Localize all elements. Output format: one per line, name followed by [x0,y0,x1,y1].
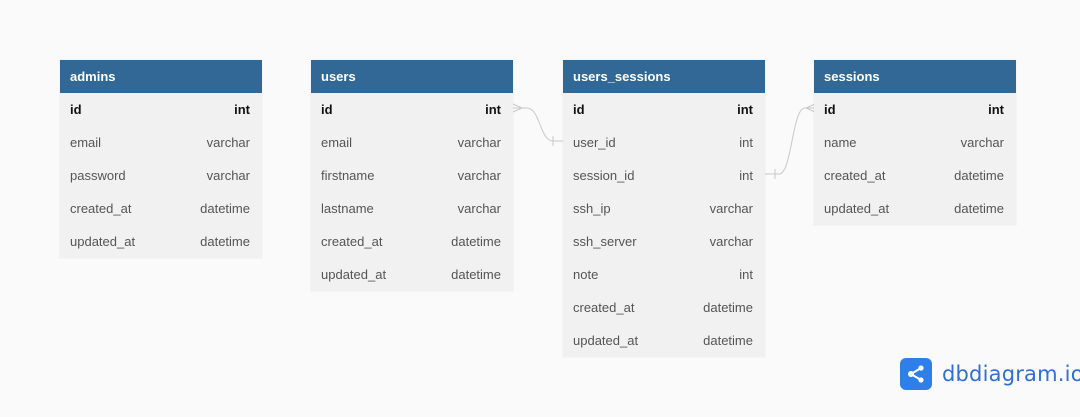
column-type: datetime [954,201,1004,216]
table-header[interactable]: users [311,60,513,93]
column-type: int [988,102,1004,117]
table-admins[interactable]: admins id int email varchar password varchar cr… [60,60,262,258]
table-header[interactable]: users_sessions [563,60,765,93]
column-type: datetime [451,234,501,249]
column-type: int [739,135,753,150]
column-name: session_id [573,168,635,183]
share-nodes-icon [900,358,932,390]
column-name: created_at [70,201,132,216]
relation-sessions-to-users-sessions [765,107,815,175]
column-name: created_at [573,300,635,315]
table-row[interactable]: user_id int [563,126,765,159]
column-type: varchar [457,135,501,150]
column-type: varchar [206,168,250,183]
table-row[interactable]: name varchar [814,126,1016,159]
table-row[interactable]: updated_at datetime [814,192,1016,225]
column-type: int [485,102,501,117]
table-row[interactable]: note int [563,258,765,291]
column-type: int [739,267,753,282]
column-name: id [824,102,836,117]
table-row[interactable]: created_at datetime [60,192,262,225]
table-row[interactable]: password varchar [60,159,262,192]
column-type: int [737,102,753,117]
table-row[interactable]: email varchar [311,126,513,159]
table-row[interactable]: ssh_server varchar [563,225,765,258]
table-header[interactable]: sessions [814,60,1016,93]
column-name: email [70,135,102,150]
brand-name: dbdiagram.io [942,362,1080,386]
brand-logo[interactable]: dbdiagram.io [900,358,1080,390]
column-name: note [573,267,599,282]
column-name: name [824,135,857,150]
column-type: datetime [703,333,753,348]
column-name: created_at [824,168,886,183]
table-row[interactable]: id int [563,93,765,126]
table-row[interactable]: id int [311,93,513,126]
table-row[interactable]: ssh_ip varchar [563,192,765,225]
column-type: varchar [960,135,1004,150]
column-name: firstname [321,168,375,183]
table-row[interactable]: created_at datetime [814,159,1016,192]
column-name: user_id [573,135,616,150]
column-name: updated_at [70,234,136,249]
column-type: datetime [703,300,753,315]
column-name: updated_at [824,201,890,216]
many-marker-users [512,103,524,113]
table-row[interactable]: updated_at datetime [311,258,513,291]
column-name: id [321,102,333,117]
table-row[interactable]: session_id int [563,159,765,192]
table-header[interactable]: admins [60,60,262,93]
column-type: int [234,102,250,117]
column-type: datetime [200,234,250,249]
column-name: password [70,168,126,183]
table-row[interactable]: lastname varchar [311,192,513,225]
column-name: updated_at [573,333,639,348]
column-name: id [70,102,82,117]
table-row[interactable]: id int [814,93,1016,126]
column-type: datetime [954,168,1004,183]
column-name: id [573,102,585,117]
column-name: ssh_ip [573,201,611,216]
table-row[interactable]: created_at datetime [563,291,765,324]
column-type: varchar [709,201,753,216]
column-name: lastname [321,201,374,216]
table-row[interactable]: created_at datetime [311,225,513,258]
relation-users-to-users-sessions [513,107,563,142]
column-type: varchar [457,168,501,183]
column-type: datetime [200,201,250,216]
table-row[interactable]: firstname varchar [311,159,513,192]
column-name: updated_at [321,267,387,282]
column-type: varchar [709,234,753,249]
table-row[interactable]: email varchar [60,126,262,159]
column-name: email [321,135,353,150]
column-name: ssh_server [573,234,637,249]
column-name: created_at [321,234,383,249]
column-type: varchar [206,135,250,150]
column-type: datetime [451,267,501,282]
table-row[interactable]: updated_at datetime [60,225,262,258]
table-row[interactable]: updated_at datetime [563,324,765,357]
column-type: varchar [457,201,501,216]
table-row[interactable]: id int [60,93,262,126]
column-type: int [739,168,753,183]
